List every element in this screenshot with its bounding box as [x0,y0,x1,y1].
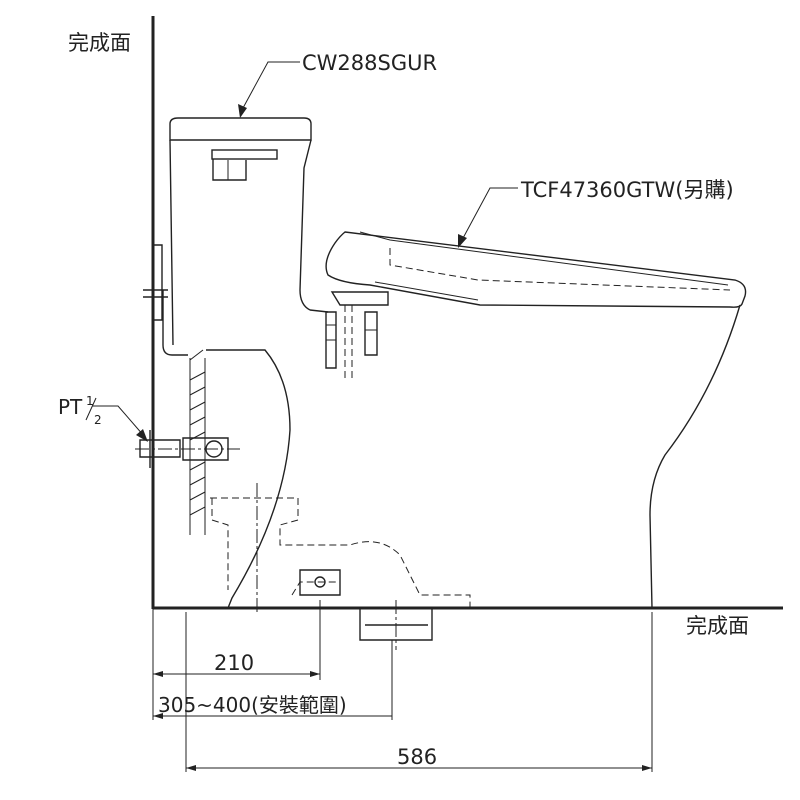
flange-bolt [314,576,326,588]
water-supply [135,244,240,535]
valve-handle [205,440,223,458]
seat-inner-outline [359,231,729,301]
supply-pipe-vertical [162,290,188,356]
toilet-bowl [189,304,741,609]
supply-hose-fitting [325,311,378,369]
dimension-lines [152,600,653,772]
dimension-210: 210 [214,651,254,675]
washlet-seat [325,231,747,380]
bowl-top-line [309,309,329,313]
pipe-thread-numerator: 1 [86,394,94,408]
toilet-model-label: CW288SGUR [302,51,437,75]
floor-flange [299,569,341,596]
wall-bracket [143,244,168,321]
flush-lever [211,149,278,160]
pipe-thread-leader [92,405,145,437]
dimension-install-range: 305~400(安裝範圍) [158,693,347,717]
pipe-thread-denominator: 2 [94,413,102,427]
flush-lever-body [212,159,247,181]
bowl-inner-rear [189,349,204,361]
seat-model-label: TCF47360GTW(另購) [520,178,734,202]
toilet-tank [169,117,312,346]
toilet-model-leader [242,61,300,109]
dimension-586: 586 [397,745,437,769]
tank-lid [169,117,312,141]
drain-outlet-left [211,498,229,590]
floor-drain [210,483,471,650]
wall-surface-label: 完成面 [68,31,131,55]
bowl-front-outline [649,304,741,609]
seat-outline [325,231,747,308]
hose-braided [189,358,206,535]
angle-valve [139,430,229,468]
pipe-thread-label: PT 1 2 [58,394,102,427]
leader-lines [92,61,518,442]
finished-wall-and-floor [151,16,783,610]
seat-dashed-panel [389,248,731,291]
seat-model-leader [461,187,518,241]
floor-surface-label: 完成面 [686,614,749,638]
seat-hinge [330,291,389,306]
pipe-thread-text: PT [58,395,83,419]
tank-body [169,139,312,346]
bowl-rear-outline [206,349,291,609]
